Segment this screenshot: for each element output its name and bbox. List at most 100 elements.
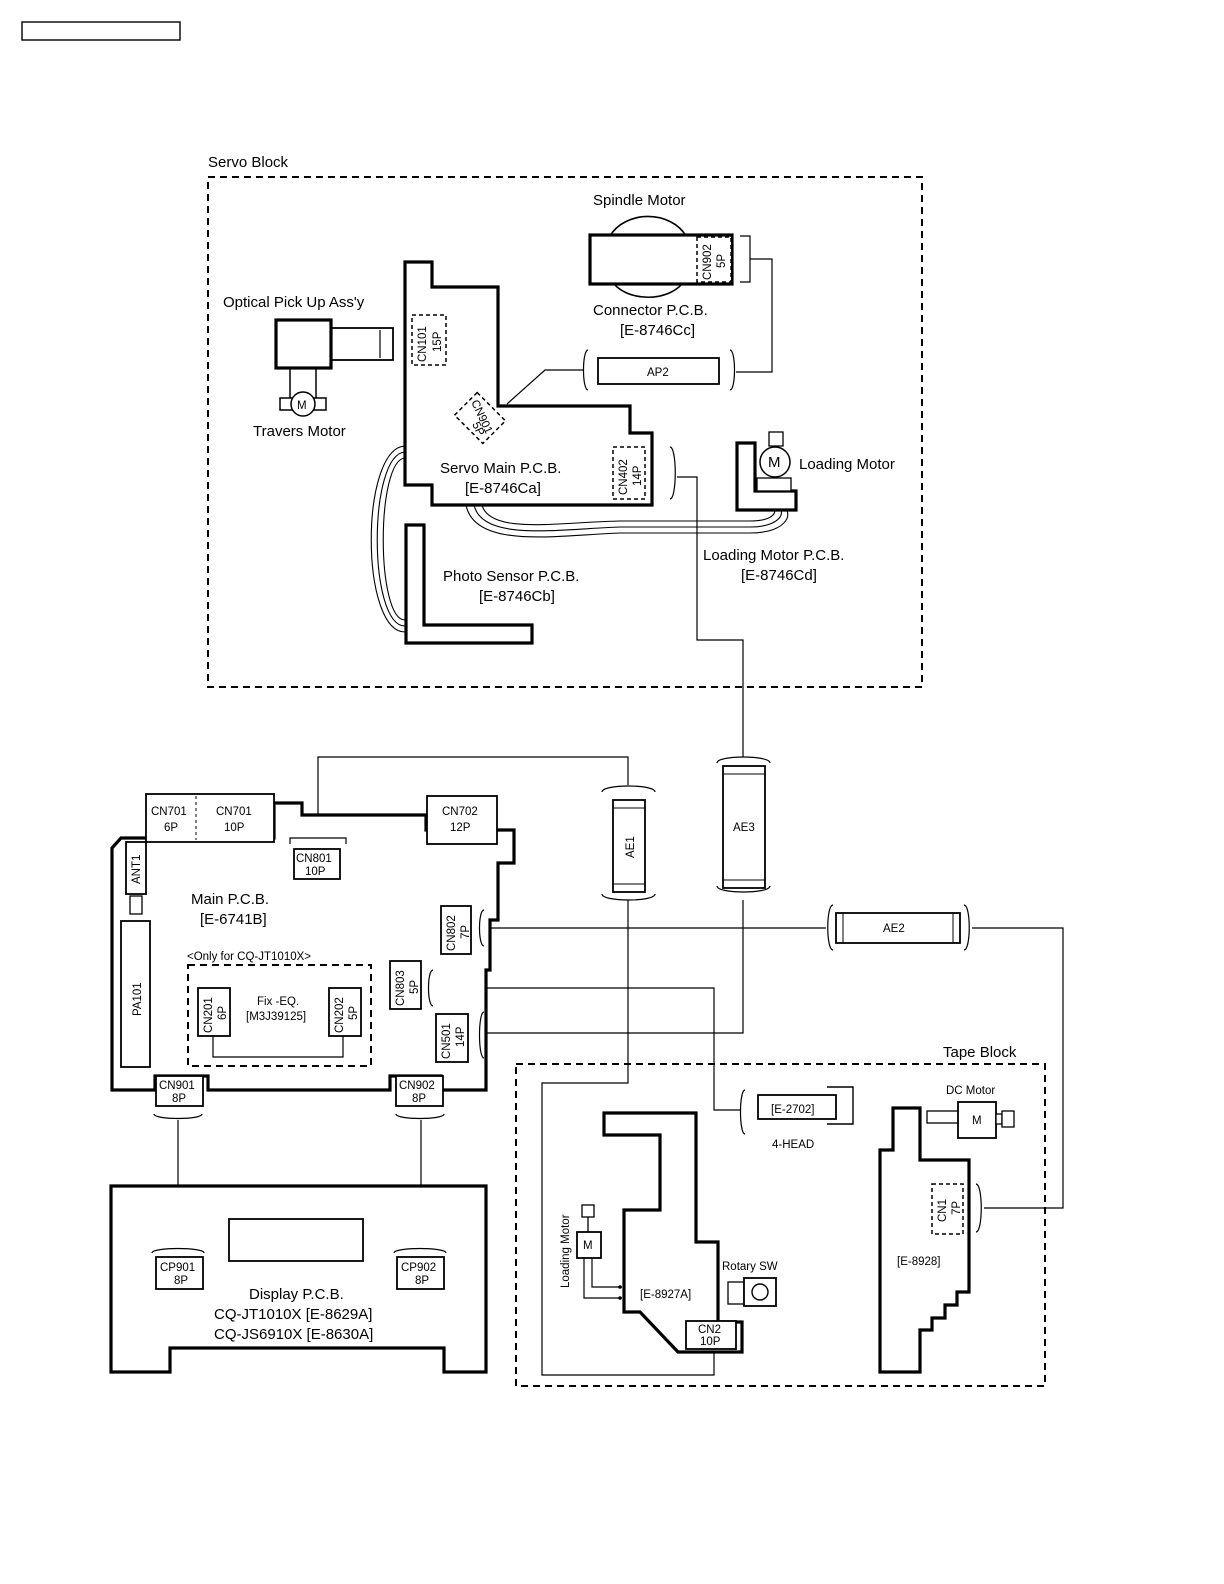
cn101-bottom: 15P	[432, 331, 444, 352]
dc-motor-label: DC Motor	[946, 1085, 995, 1097]
head-code: [E-2702]	[771, 1104, 814, 1116]
cn802-connector	[440, 905, 472, 955]
display-pcb	[109, 1184, 488, 1374]
photo-sensor-pcb: Photo Sensor P.C.B. [E-8746Cb]	[404, 523, 579, 645]
spindle-motor: Spindle Motor CN902 5P Connector P.C.B. …	[588, 192, 734, 339]
ap2-label: AP2	[647, 367, 669, 379]
display-pcb-name: Display P.C.B.	[249, 1286, 344, 1303]
main-section: CN701 6P CN701 10P CN702 12P CN801 10P A…	[110, 756, 1064, 1376]
ae3-label: AE3	[733, 822, 755, 834]
ae1-label: AE1	[625, 836, 637, 858]
fix-eq-name: Fix -EQ.	[257, 996, 299, 1008]
pa101	[120, 920, 151, 1068]
e8928-board: M DC Motor CN1 7P [E-8928]	[878, 1085, 1015, 1374]
main-pcb-name: Main P.C.B.	[191, 891, 269, 908]
servo-main-code: [E-8746Ca]	[465, 480, 541, 497]
cn202-bottom: 5P	[348, 1006, 360, 1020]
servo-main-name: Servo Main P.C.B.	[440, 460, 561, 477]
cp901-top: CP901	[160, 1262, 195, 1274]
cn803-connector	[389, 960, 422, 1010]
cn402-bottom: 14P	[632, 465, 644, 486]
photo-sensor-name: Photo Sensor P.C.B.	[443, 568, 579, 585]
cn701-6p-bottom: 6P	[164, 822, 178, 834]
cn1-connector	[931, 1183, 964, 1235]
travers-motor-label: Travers Motor	[253, 423, 346, 440]
cp902-top: CP902	[401, 1262, 436, 1274]
cn201-connector	[197, 987, 231, 1037]
cn802-top: CN802	[446, 915, 458, 951]
connector-pcb-code: [E-8746Cc]	[620, 322, 695, 339]
photo-sensor-code: [E-8746Cb]	[479, 588, 555, 605]
cn701-10p-top: CN701	[216, 806, 252, 818]
loading-motor-pcb-name: Loading Motor P.C.B.	[703, 547, 844, 564]
ant1-connector	[125, 841, 147, 895]
cn801-bottom: 10P	[305, 866, 326, 878]
loading-motor-label: Loading Motor	[799, 456, 895, 473]
servo-flex-cables	[370, 445, 789, 633]
cn901-servo-connector	[453, 391, 507, 445]
cp901-connector	[155, 1256, 204, 1290]
cn902-main-top: CN902	[399, 1080, 435, 1092]
display-model-2: CQ-JS6910X [E-8630A]	[214, 1326, 373, 1343]
tape-block-border	[515, 1063, 1046, 1387]
servo-block: Servo Block Spindle Motor CN902 5P Conne…	[207, 154, 923, 757]
tape-loading-motor	[576, 1231, 602, 1259]
tape-block-title: Tape Block	[943, 1044, 1017, 1061]
tape-block: Tape Block [E-2702] 4-HEAD M DC Motor CN…	[515, 1044, 1046, 1387]
fix-eq-section: <Only for CQ-JT1010X> CN201 6P CN202 5P …	[187, 951, 372, 1067]
cn901-main-bottom: 8P	[172, 1093, 186, 1105]
ae2-label: AE2	[883, 923, 905, 935]
cn201-bottom: 6P	[217, 1006, 229, 1020]
cn902-servo-bottom: 5P	[716, 254, 728, 268]
cn701-connector	[145, 793, 275, 843]
four-head: [E-2702] 4-HEAD	[739, 1086, 854, 1151]
e8928-label: [E-8928]	[897, 1256, 940, 1268]
spindle-motor-label: Spindle Motor	[593, 192, 686, 209]
connector-pcb-name: Connector P.C.B.	[593, 302, 708, 319]
head-name: 4-HEAD	[772, 1139, 814, 1151]
cn101-top: CN101	[417, 326, 429, 362]
loading-motor-m: M	[768, 454, 781, 471]
cn801-top: CN801	[296, 853, 332, 865]
cn902-servo-top: CN902	[702, 244, 714, 280]
cn1-bottom: 7P	[951, 1201, 963, 1215]
cn702-top: CN702	[442, 806, 478, 818]
optical-pickup-body	[274, 318, 333, 370]
fix-eq-border	[187, 964, 372, 1067]
cn402-top: CN402	[618, 459, 630, 495]
cp902-bottom: 8P	[415, 1275, 429, 1287]
cn202-top: CN202	[334, 997, 346, 1033]
cn1-top: CN1	[937, 1199, 949, 1222]
cn803-top: CN803	[395, 970, 407, 1006]
cn501-bottom: 14P	[455, 1026, 467, 1047]
display-pcb-section: CP901 8P CP902 8P Display P.C.B. CQ-JT10…	[109, 1184, 488, 1374]
cn201-top: CN201	[203, 997, 215, 1033]
tape-loading-motor-label: Loading Motor	[560, 1214, 572, 1288]
servo-block-title: Servo Block	[208, 154, 289, 171]
ap2-cable: AP2	[506, 235, 773, 405]
cp902-connector	[396, 1256, 445, 1290]
tape-loading-motor-m: M	[583, 1240, 593, 1252]
e8927a-board: CN2 10P [E-8927A] M Loading Motor Rotary…	[560, 1111, 778, 1354]
cn501-connector	[435, 1013, 469, 1063]
cn902-main-bottom: 8P	[412, 1093, 426, 1105]
loading-motor-pcb: M Loading Motor Loading Motor P.C.B. [E-…	[703, 431, 895, 584]
e8927a-label: [E-8927A]	[640, 1289, 691, 1301]
cn803-bottom: 5P	[409, 980, 421, 994]
optical-pickup-label: Optical Pick Up Ass'y	[223, 294, 365, 311]
loading-motor-symbol	[759, 446, 791, 478]
optical-pickup-assembly: Optical Pick Up Ass'y M Travers Motor	[223, 294, 394, 440]
dc-motor-m: M	[972, 1115, 982, 1127]
cp901-bottom: 8P	[174, 1275, 188, 1287]
cn402-connector	[612, 446, 646, 500]
pa101-label: PA101	[132, 982, 144, 1016]
cn801-connector	[293, 848, 341, 880]
main-pcb-code: [E-6741B]	[200, 911, 267, 928]
dc-motor	[957, 1101, 997, 1139]
cn702-connector	[426, 795, 498, 845]
cn101-servo-connector	[411, 314, 447, 366]
travers-motor-m: M	[297, 400, 307, 412]
display-window	[228, 1218, 364, 1262]
servo-main-pcb: CN101 15P CN901 5P CN402 14P Servo Main …	[403, 260, 654, 507]
